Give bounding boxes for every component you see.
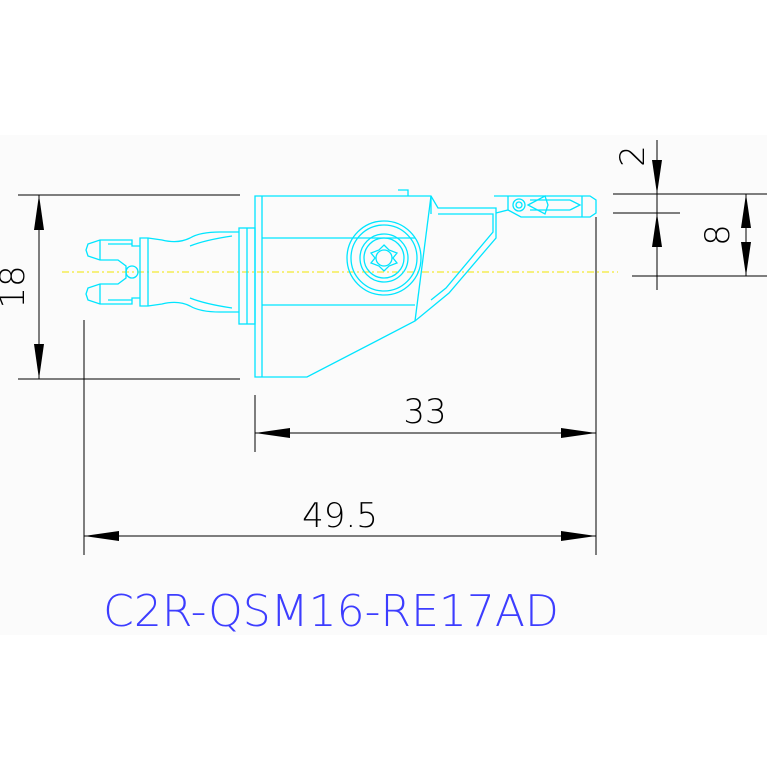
arrow-33-left [255,428,290,438]
clamp-screw-center [375,249,393,267]
blade-pin [512,198,526,212]
clamp-screw-ring-2 [359,233,409,283]
clamp-screw-outer [346,220,422,296]
drawing-paper [0,135,767,635]
dimension-arrows [34,160,751,541]
arrow-49-5-right [561,531,596,541]
body-bracket-small [398,189,409,196]
arrow-49-5-left [84,531,119,541]
blade-pin-inner [515,201,523,209]
dim-label-49-5: 49.5 [302,496,378,536]
dim-label-18: 18 [0,265,33,308]
arrow-18-top [34,195,44,230]
blade-outline [494,195,597,218]
dim-label-33: 33 [403,392,446,432]
tool-holder-drawing [85,189,597,378]
dim-label-2: 2 [613,145,653,167]
body-chamfer-line [414,195,432,322]
arrow-33-right [561,428,596,438]
neck-shank-inner [189,235,233,309]
clamp-screw-ring-3 [363,237,405,279]
clamp-screw-torx [369,244,399,272]
holder-body-outline [254,195,497,378]
insert-seat-outline [430,213,494,301]
clamp-screw-ring-1 [350,224,418,292]
coupling-ball [125,265,139,279]
dim-label-8: 8 [698,224,738,246]
arrow-18-bottom [34,344,44,379]
arrow-2-bottom [652,213,662,247]
part-number-title: C2R-QSM16-RE17AD [103,586,559,637]
arrow-8-bottom [741,242,751,276]
arrow-8-top [741,194,751,228]
insert-edge [569,199,582,211]
insert-tip [526,195,549,215]
arrow-2-top [652,160,662,194]
neck-shank-outline [139,231,239,313]
